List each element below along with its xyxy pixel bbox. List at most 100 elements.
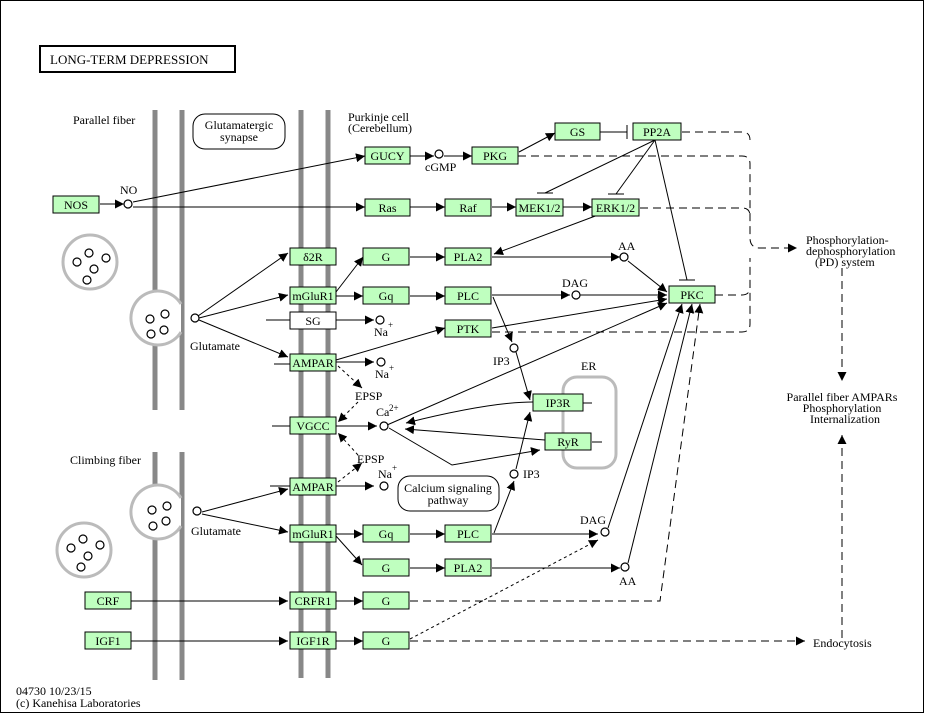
gene-plc1[interactable]: PLC (444, 286, 492, 305)
compound-ip3[interactable] (509, 343, 519, 353)
gene-label: G (382, 594, 391, 608)
compounds: NO cGMP Glutamate Glutamate Na+ Na+ Na+ … (120, 149, 637, 588)
gene-ampar2[interactable]: AMPAR (289, 477, 337, 496)
gene-nos[interactable]: NOS (52, 195, 100, 214)
gene-label: RyR (557, 435, 579, 449)
svg-text:AA: AA (618, 239, 636, 253)
gene-ryr[interactable]: RyR (544, 432, 592, 451)
gene-label: PLA2 (454, 250, 483, 264)
gene-igf1[interactable]: IGF1 (84, 631, 132, 650)
compound-ip3[interactable] (509, 469, 519, 479)
vesicle-release-cf (129, 483, 183, 541)
compound-na[interactable] (375, 315, 385, 325)
gene-label: PTK (457, 322, 480, 336)
gene-erk[interactable]: ERK1/2 (591, 198, 640, 217)
svg-text:DAG: DAG (562, 276, 588, 290)
gene-crf[interactable]: CRF (84, 591, 132, 610)
svg-text:Calcium signaling: Calcium signaling (404, 481, 492, 495)
svg-text:Internalization: Internalization (810, 412, 880, 426)
gene-sg[interactable]: SG (289, 311, 337, 330)
compound-glutamate-cf[interactable] (192, 506, 202, 516)
map-id-date: 04730 10/23/15 (16, 684, 92, 698)
gene-pkg[interactable]: PKG (471, 146, 519, 165)
gene-label: CRFR1 (295, 594, 332, 608)
link-calcium-signaling-pathway[interactable]: Calcium signaling pathway (397, 475, 500, 512)
compound-aa[interactable] (619, 252, 629, 262)
svg-text:Phosphorylation-: Phosphorylation- (806, 233, 889, 247)
label-pf-ampars: Parallel fiber AMPARs Phosphorylation In… (787, 390, 898, 426)
svg-text:2+: 2+ (389, 403, 399, 413)
gene-label: Ras (379, 201, 397, 215)
copyright: (c) Kanehisa Laboratories (16, 696, 141, 710)
gene-ras[interactable]: Ras (364, 198, 411, 217)
compound-dag[interactable] (571, 290, 581, 300)
gene-igf1r[interactable]: IGF1R (289, 631, 337, 650)
gene-g3[interactable]: G (362, 591, 410, 610)
gene-label: PLA2 (454, 561, 483, 575)
svg-text:Glutamatergic: Glutamatergic (205, 118, 273, 132)
svg-text:+: + (392, 463, 397, 473)
gene-label: G (382, 250, 391, 264)
gene-pla2-2[interactable]: PLA2 (444, 558, 492, 577)
compound-dag[interactable] (600, 527, 610, 537)
gene-label: Gq (379, 527, 394, 541)
compound-cgmp[interactable] (434, 149, 444, 159)
gene-label: NOS (64, 198, 88, 212)
label-pd-system[interactable]: Phosphorylation- dephosphorylation (PD) … (806, 233, 895, 269)
gene-gq2[interactable]: Gq (362, 524, 410, 543)
svg-text:Na: Na (374, 325, 389, 339)
gene-crfr1[interactable]: CRFR1 (289, 591, 337, 610)
gene-pp2a[interactable]: PP2A (632, 122, 682, 141)
gene-label: PLC (457, 289, 479, 303)
gene-ptk[interactable]: PTK (444, 319, 492, 338)
compound-glutamate-pf[interactable] (190, 313, 200, 323)
page-title: LONG-TERM DEPRESSION (50, 52, 209, 67)
gene-gq1[interactable]: Gq (362, 286, 410, 305)
gene-label: IGF1 (95, 634, 120, 648)
gene-label: PP2A (643, 125, 671, 139)
gene-label: mGluR1 (292, 527, 333, 541)
gene-label: PKC (680, 288, 703, 302)
compound-na[interactable] (379, 481, 389, 491)
gene-gs[interactable]: GS (554, 122, 601, 141)
gene-d2r[interactable]: δ2R (289, 247, 337, 266)
gene-label: Gq (379, 289, 394, 303)
gene-mek[interactable]: MEK1/2 (515, 198, 564, 217)
gene-vgcc[interactable]: VGCC (289, 416, 337, 435)
gene-ampar1[interactable]: AMPAR (289, 353, 337, 372)
compound-na[interactable] (376, 357, 386, 367)
svg-text:IP3: IP3 (493, 354, 510, 368)
gene-label: IP3R (546, 396, 571, 410)
svg-text:DAG: DAG (580, 513, 606, 527)
gene-ip3r[interactable]: IP3R (532, 393, 584, 412)
gene-g1[interactable]: G (362, 247, 410, 266)
gene-pla2-1[interactable]: PLA2 (444, 247, 492, 266)
gene-mglur1-1[interactable]: mGluR1 (289, 286, 337, 305)
svg-text:Na: Na (375, 367, 390, 381)
svg-text:Glutamate: Glutamate (190, 339, 240, 353)
gene-plc2[interactable]: PLC (444, 524, 492, 543)
svg-text:+: + (389, 363, 394, 373)
svg-text:cGMP: cGMP (425, 160, 457, 174)
gene-mglur1-2[interactable]: mGluR1 (289, 524, 337, 543)
gene-raf[interactable]: Raf (444, 198, 492, 217)
gene-label: GS (570, 125, 585, 139)
gene-label: IGF1R (296, 634, 329, 648)
gene-boxes: NOS GUCY PKG GS PP2A Ras Raf MEK1/2 ERK1/2 δ2R G PL… (52, 122, 716, 650)
gene-gucy[interactable]: GUCY (364, 146, 411, 165)
gene-g2[interactable]: G (362, 558, 410, 577)
gene-label: PKG (483, 149, 507, 163)
compound-aa[interactable] (620, 562, 630, 572)
gene-g4[interactable]: G (362, 631, 410, 650)
compound-calcium[interactable] (379, 421, 389, 431)
gene-pkc[interactable]: PKC (668, 285, 716, 304)
link-glutamatergic-synapse[interactable]: Glutamatergic synapse (192, 113, 286, 150)
gene-label: G (382, 634, 391, 648)
vesicle-pool-1 (61, 233, 119, 291)
gene-label: VGCC (296, 419, 329, 433)
svg-text:EPSP: EPSP (355, 389, 383, 403)
svg-text:+: + (388, 320, 393, 330)
svg-text:Phosphorylation: Phosphorylation (803, 401, 882, 415)
compound-no[interactable] (123, 199, 133, 209)
